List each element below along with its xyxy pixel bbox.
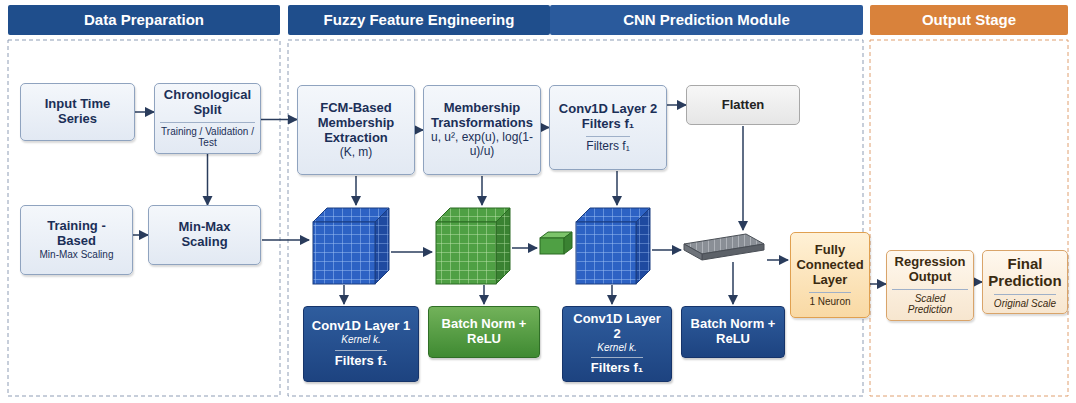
connector-arrow	[133, 234, 148, 236]
box-subtext: Filters f₁	[591, 357, 643, 376]
process-box: FCM-Based Membership Extraction(K, m)	[297, 85, 415, 175]
box-title: Conv1D Layer 1	[312, 319, 410, 334]
section-header: Data Preparation	[8, 5, 280, 35]
section-header: CNN Prediction Module	[550, 5, 863, 35]
box-title: Batch Norm + ReLU	[434, 317, 534, 347]
process-box: Conv1D Layer 2Kernel k. Filters f₁	[562, 306, 672, 382]
box-subtext: Filters f₁	[335, 350, 387, 369]
tensor-cube	[313, 208, 389, 284]
process-box: Membership Transformationsu, u², exp(u),…	[423, 85, 541, 175]
connector-arrow	[541, 127, 549, 129]
box-title: Min-Max Scaling	[154, 220, 255, 250]
process-box: Conv1D Layer 1Kernel k. Filters f₁	[303, 306, 419, 382]
box-subtext: 1 Neuron	[809, 292, 850, 308]
box-title: Conv1D Layer 2 Filters f₁	[555, 102, 661, 132]
section-frame	[8, 40, 280, 396]
process-box: Flatten	[686, 85, 800, 125]
connector-arrow	[870, 283, 886, 285]
box-title: Chronological Split	[160, 88, 255, 118]
flatten-vector	[684, 234, 764, 260]
tensor-cube	[436, 208, 510, 284]
box-title: Membership Transformations	[429, 101, 535, 131]
box-title: CNN Prediction Module	[623, 11, 790, 28]
section-header: Output Stage	[870, 5, 1068, 35]
process-box: Min-Max Scaling	[148, 205, 261, 265]
section-frame	[870, 40, 1068, 396]
box-subtext: Min-Max Scaling	[40, 249, 114, 261]
process-box: Final PredictionOriginal Scale	[982, 250, 1068, 314]
box-title: FCM-Based Membership Extraction	[303, 101, 409, 146]
section-frame	[288, 40, 863, 396]
process-box: Fully Connected Layer 1 Neuron	[790, 232, 870, 318]
process-box: Conv1D Layer 2 Filters f₁ Filters f₁	[549, 85, 667, 170]
box-subtext: Scaled Prediction	[892, 289, 968, 316]
box-title: Output Stage	[922, 11, 1016, 28]
box-subtext: (K, m)	[340, 146, 373, 160]
box-subtext: Filters f₁	[586, 136, 629, 154]
box-title: Training - Based	[26, 219, 127, 249]
box-title: Final Prediction	[988, 255, 1062, 290]
process-box: Input Time Series	[20, 83, 135, 141]
process-box: Training - BasedMin-Max Scaling	[20, 205, 133, 275]
box-subtext: Original Scale	[994, 294, 1056, 310]
connector-arrow	[974, 281, 982, 283]
tensor-cube	[576, 208, 650, 284]
section-header: Fuzzy Feature Engineering	[288, 5, 550, 35]
box-subtext: Kernel k.	[597, 342, 636, 354]
process-box: Batch Norm + ReLU	[681, 306, 785, 358]
box-subtext: Kernel k.	[341, 334, 380, 346]
box-subtext: u, u², exp(u), log(1-u)/u)	[429, 131, 535, 159]
box-title: Conv1D Layer 2	[568, 312, 666, 342]
box-title: Input Time Series	[26, 97, 129, 127]
feature-slab	[540, 232, 572, 254]
process-box: Batch Norm + ReLU	[428, 306, 540, 358]
connector-arrow	[261, 119, 297, 121]
box-title: Fuzzy Feature Engineering	[324, 11, 515, 28]
connector-arrow	[207, 154, 209, 205]
box-title: Flatten	[722, 98, 765, 113]
connector-arrow	[667, 104, 686, 106]
box-subtext: Training / Validation / Test	[160, 122, 255, 149]
connector-arrow	[415, 129, 423, 131]
box-title: Data Preparation	[84, 11, 204, 28]
box-title: Regression Output	[892, 255, 968, 285]
process-box: Chronological SplitTraining / Validation…	[154, 83, 261, 154]
box-title: Fully Connected Layer	[796, 243, 864, 288]
box-title: Batch Norm + ReLU	[687, 317, 779, 347]
connector-arrow	[135, 111, 154, 113]
process-box: Regression OutputScaled Prediction	[886, 250, 974, 321]
